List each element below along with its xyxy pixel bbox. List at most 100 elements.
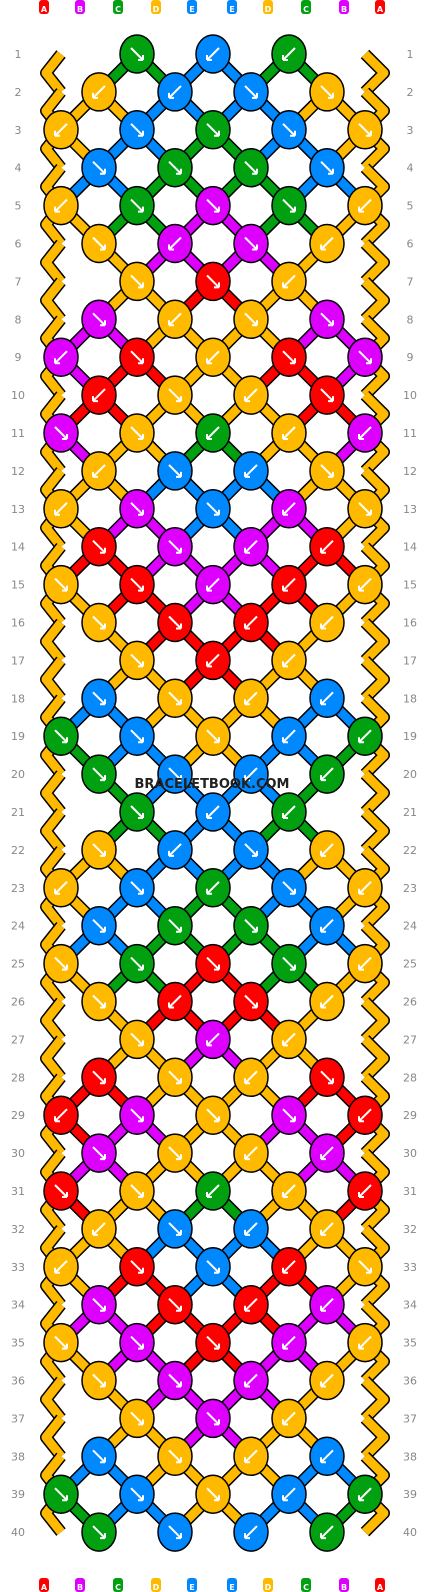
knot-arrow-icon bbox=[320, 1070, 334, 1085]
knot-arrowhead-icon bbox=[252, 926, 258, 933]
knot-arrow-icon bbox=[206, 1260, 220, 1274]
knot-arrowhead-icon bbox=[282, 55, 288, 61]
knot bbox=[347, 489, 383, 529]
knot-arrow-icon bbox=[168, 691, 182, 706]
knot-arrow-icon bbox=[130, 274, 144, 289]
knot bbox=[119, 1019, 155, 1060]
knot bbox=[195, 1322, 231, 1363]
row-number-right: 32 bbox=[403, 1223, 417, 1236]
knot-arrowhead-icon bbox=[138, 1495, 144, 1502]
row-number-left: 14 bbox=[11, 541, 25, 554]
knot-arrow-icon bbox=[168, 312, 182, 327]
knot bbox=[233, 830, 269, 870]
edge-strand bbox=[361, 1415, 389, 1460]
knot-arrow-icon bbox=[358, 1184, 372, 1198]
knot bbox=[271, 261, 307, 302]
knot bbox=[271, 943, 307, 984]
knot-arrow-icon bbox=[320, 918, 334, 933]
knot bbox=[309, 299, 345, 340]
knot bbox=[347, 943, 383, 984]
knot-arrow-icon bbox=[92, 160, 106, 175]
knot bbox=[233, 299, 269, 340]
knot-arrow-icon bbox=[168, 539, 182, 554]
row-number-right: 11 bbox=[403, 427, 417, 440]
knot-arrow-icon bbox=[130, 426, 144, 440]
knot-arrow-icon bbox=[282, 123, 296, 137]
knot bbox=[309, 602, 345, 643]
knot-arrow-icon bbox=[92, 1449, 106, 1464]
knot-arrow-icon bbox=[244, 1146, 258, 1160]
knot bbox=[119, 792, 155, 832]
knot-arrow-icon bbox=[320, 1373, 334, 1388]
knot-arrow-icon bbox=[130, 123, 144, 137]
row-number-right: 24 bbox=[403, 920, 417, 933]
knot-arrow-icon bbox=[282, 1184, 296, 1198]
row-number-left: 23 bbox=[11, 882, 25, 895]
knot-arrowhead-icon bbox=[244, 471, 250, 478]
knot-arrow-icon bbox=[168, 1373, 182, 1388]
knot bbox=[195, 185, 231, 226]
knot-arrow-icon bbox=[320, 691, 334, 706]
string-end bbox=[113, 1578, 123, 1592]
row-number-left: 15 bbox=[11, 579, 25, 592]
edge-strand bbox=[41, 51, 65, 95]
knot-arrowhead-icon bbox=[100, 1078, 106, 1085]
knot bbox=[233, 1436, 269, 1477]
knot-arrow-icon bbox=[282, 426, 296, 440]
knot-arrowhead-icon bbox=[138, 1419, 144, 1426]
row-number-left: 20 bbox=[11, 768, 25, 781]
row-number-right: 12 bbox=[403, 465, 417, 478]
knot bbox=[309, 451, 345, 491]
knot-arrowhead-icon bbox=[206, 585, 212, 592]
knot-arrowhead-icon bbox=[92, 92, 98, 99]
string-end bbox=[375, 1578, 385, 1592]
knot-arrow-icon bbox=[168, 1525, 182, 1539]
knot-arrow-icon bbox=[130, 1108, 144, 1122]
knot-arrow-icon bbox=[282, 1487, 296, 1501]
knot-arrowhead-icon bbox=[176, 926, 182, 933]
row-number-left: 8 bbox=[15, 313, 22, 326]
knot-arrowhead-icon bbox=[290, 1116, 296, 1123]
knot-arrow-icon bbox=[130, 1184, 144, 1198]
string-letter: E bbox=[229, 1583, 234, 1592]
row-number-right: 28 bbox=[403, 1071, 417, 1084]
knot bbox=[271, 1398, 307, 1439]
edge-strand bbox=[361, 1036, 389, 1081]
knot-arrowhead-icon bbox=[62, 1343, 68, 1350]
knot bbox=[81, 981, 117, 1022]
knot-arrow-icon bbox=[282, 729, 296, 743]
knot-arrowhead-icon bbox=[54, 130, 60, 137]
knot-arrowhead-icon bbox=[320, 1533, 326, 1540]
knot-arrow-icon bbox=[358, 123, 372, 137]
knot bbox=[271, 792, 307, 832]
row-number-left: 32 bbox=[11, 1223, 25, 1236]
knot-arrowhead-icon bbox=[282, 1267, 288, 1274]
string-letter: A bbox=[41, 1583, 48, 1592]
knot bbox=[271, 1095, 307, 1135]
knot bbox=[119, 1171, 155, 1211]
knot-arrow-icon bbox=[54, 198, 68, 213]
knot-arrowhead-icon bbox=[176, 1305, 182, 1312]
knot-arrowhead-icon bbox=[320, 926, 326, 933]
row-number-right: 3 bbox=[407, 124, 414, 137]
knot bbox=[271, 1019, 307, 1060]
string-letter: A bbox=[41, 5, 48, 14]
knot bbox=[347, 413, 383, 453]
edge-strand bbox=[41, 1377, 65, 1422]
knot bbox=[119, 413, 155, 453]
row-number-right: 10 bbox=[403, 389, 417, 402]
knot-arrow-icon bbox=[92, 994, 106, 1009]
row-number-right: 33 bbox=[403, 1261, 417, 1274]
row-number-left: 26 bbox=[11, 996, 25, 1009]
knot-arrow-icon bbox=[168, 615, 182, 630]
knot-arrowhead-icon bbox=[244, 396, 250, 403]
row-number-left: 34 bbox=[11, 1299, 25, 1312]
edge-strand bbox=[41, 771, 65, 815]
knot-arrow-icon bbox=[168, 767, 182, 781]
knot bbox=[81, 830, 117, 870]
edge-strand bbox=[361, 770, 389, 816]
knot bbox=[81, 678, 117, 719]
knot-arrowhead-icon bbox=[62, 585, 68, 592]
row-number-left: 12 bbox=[11, 465, 25, 478]
knot bbox=[195, 1019, 231, 1060]
